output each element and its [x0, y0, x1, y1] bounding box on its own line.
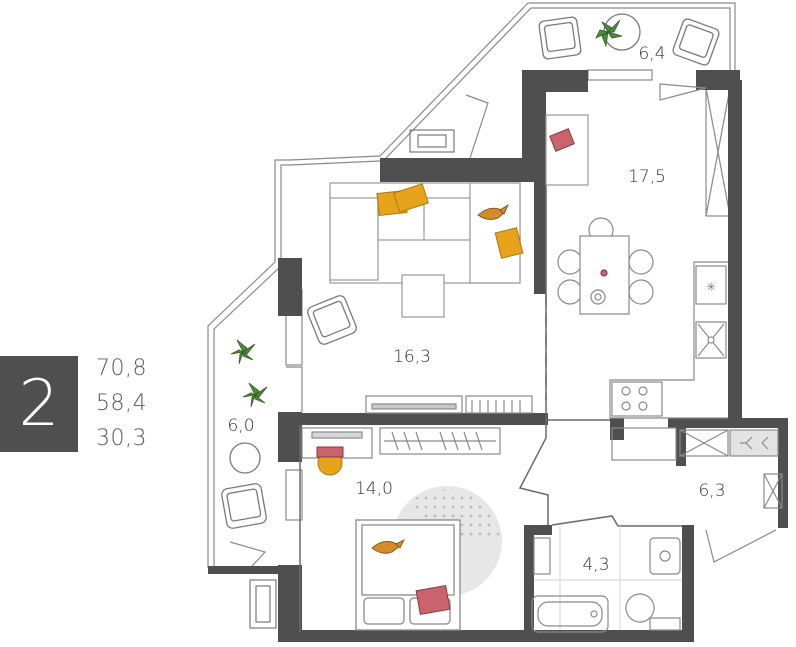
area-kitchen-living: 17,5 [628, 167, 666, 187]
armchair-left-loggia [221, 483, 267, 529]
room-count-badge: 2 [0, 356, 78, 452]
side-table-left [229, 442, 261, 474]
area-list: 70,8 58,4 30,3 [96, 356, 147, 452]
kitchen-sofa [545, 114, 589, 186]
top-loggia-furniture [538, 13, 720, 66]
area-bathroom: 4,3 [582, 555, 609, 575]
kitchen-counter [609, 261, 728, 419]
double-bed [355, 519, 461, 631]
kitchen-area: 30,3 [96, 426, 147, 451]
corridor-desk [409, 129, 455, 153]
cushions-living [376, 183, 524, 259]
appliance-icon: ✳ [706, 280, 716, 294]
area-bedroom: 14,0 [355, 479, 393, 499]
living-area: 58,4 [96, 391, 147, 416]
door-swings [229, 83, 777, 567]
coffee-table [401, 274, 445, 318]
area-loggia-left: 6,0 [227, 416, 254, 436]
tv-unit [365, 395, 533, 414]
bathroom-fixtures [531, 526, 682, 633]
plants-left-loggia [230, 339, 268, 408]
area-living-room: 16,3 [393, 347, 431, 367]
hall-furniture [611, 427, 783, 509]
desk-chair [316, 446, 344, 476]
cushion-kitchen [549, 128, 575, 152]
storage-cabinet [249, 579, 277, 629]
room-count: 2 [18, 367, 60, 441]
wardrobe-bedroom [379, 427, 501, 455]
apartment-summary: 2 70,8 58,4 30,3 [0, 356, 160, 452]
bedroom-rug-pattern [410, 489, 500, 541]
plant-top [595, 19, 623, 48]
thin-walls [299, 182, 682, 632]
cushion-bed [415, 584, 451, 616]
area-hall: 6,3 [698, 481, 725, 501]
armchair-living [307, 295, 357, 345]
total-area: 70,8 [96, 356, 147, 381]
walls [208, 70, 788, 642]
cat-living [477, 203, 509, 220]
armchair-top-right [672, 18, 720, 66]
cat-bedroom [371, 539, 405, 554]
armchair-top-left [538, 16, 582, 60]
dining-set [557, 217, 654, 315]
area-loggia-top: 6,4 [638, 44, 665, 64]
